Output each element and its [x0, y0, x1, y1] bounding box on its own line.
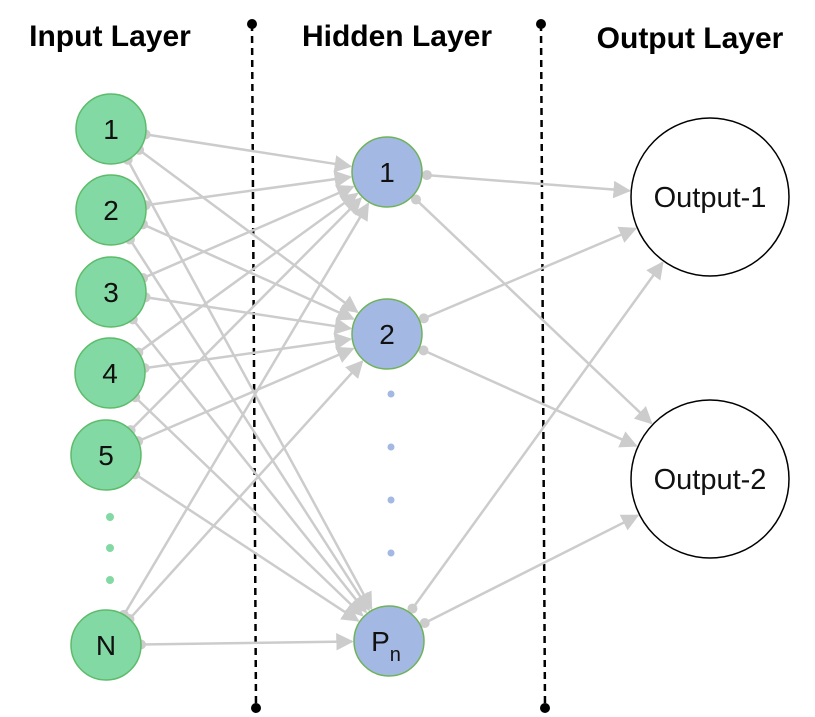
hidden-node-label: 2 — [379, 319, 395, 350]
hidden-node-label-base: P — [371, 626, 390, 657]
input-node-label: 2 — [103, 195, 119, 226]
output-node-label: Output-2 — [654, 464, 767, 496]
hidden-node-label: Pn — [371, 626, 401, 666]
edge-input-4-to-hidden-3 — [130, 392, 364, 617]
input-node-4: 4 — [74, 337, 146, 409]
input-node-1: 1 — [75, 93, 147, 165]
input-node-n: N — [70, 609, 142, 681]
input-node-label: 1 — [103, 114, 119, 145]
edge-input-2-to-hidden-1 — [140, 170, 353, 211]
input-node-label: 3 — [103, 277, 119, 308]
input-node-5: 5 — [70, 419, 142, 491]
hidden-node-label: 1 — [379, 157, 395, 188]
edge-input-5-to-hidden-2 — [133, 346, 355, 447]
hidden-node-1: 1 — [351, 136, 423, 208]
edge-input-1-to-hidden-3 — [122, 154, 373, 611]
edge-input-4-to-hidden-1 — [133, 192, 359, 358]
hidden-node-label-subscript: n — [390, 644, 401, 666]
output-layer-title: Output Layer — [597, 22, 784, 55]
edge-hidden-2-to-output-2 — [418, 345, 638, 448]
divider-left — [247, 19, 261, 713]
input-layer-title: Input Layer — [29, 20, 191, 53]
input-node-2: 2 — [75, 174, 147, 246]
edge-input-1-to-hidden-1 — [140, 129, 353, 173]
input-node-label: 4 — [102, 358, 118, 389]
edge-hidden-1-to-output-2 — [410, 194, 653, 425]
edge-input-6-to-hidden-3 — [135, 632, 354, 651]
input-node-label: 5 — [98, 440, 114, 471]
edge-input-3-to-hidden-2 — [140, 292, 353, 335]
output-node-label: Output-1 — [654, 182, 767, 214]
edge-input-6-to-hidden-1 — [118, 202, 370, 620]
hidden-node-2: 2 — [351, 298, 423, 370]
output-node-2: Output-2 — [630, 399, 790, 559]
edge-input-1-to-hidden-2 — [134, 144, 359, 313]
input-node-label: N — [96, 630, 116, 661]
input-ellipsis — [106, 513, 114, 584]
edge-hidden-3-to-output-2 — [419, 514, 640, 628]
hidden-ellipsis — [387, 390, 395, 557]
hidden-node-pn: Pn — [353, 605, 425, 677]
input-node-3: 3 — [75, 256, 147, 328]
hidden-layer-title: Hidden Layer — [302, 20, 492, 53]
edge-hidden-3-to-output-1 — [407, 261, 664, 614]
edge-hidden-1-to-output-1 — [421, 170, 631, 199]
output-node-1: Output-1 — [630, 117, 790, 277]
divider-right — [536, 19, 550, 713]
edge-hidden-2-to-output-1 — [418, 226, 638, 324]
